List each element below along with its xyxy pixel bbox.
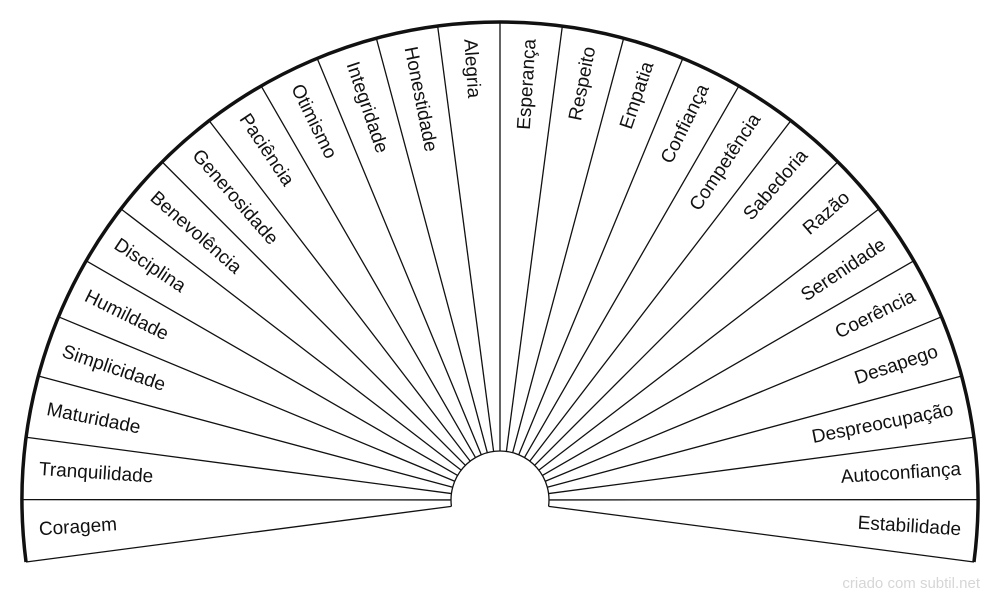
- sector-label: Empatia: [616, 59, 658, 132]
- sector-label: Humildade: [81, 286, 172, 345]
- sector-divider: [436, 26, 495, 452]
- sector-divider: [542, 260, 915, 477]
- sector-divider: [523, 85, 740, 458]
- sector-label: Maturidade: [45, 399, 142, 438]
- sector-divider: [208, 120, 471, 462]
- sector-label: Razão: [799, 187, 854, 239]
- sector-label: Respeito: [565, 45, 600, 123]
- sector-divider: [375, 38, 488, 453]
- sector-label: Coerência: [832, 286, 919, 343]
- sector-divider: [316, 58, 482, 455]
- sector-label: Simplicidade: [59, 341, 168, 396]
- sector-divider: [25, 505, 452, 563]
- sector-divider: [538, 208, 880, 471]
- sector-label: Despreocupação: [810, 399, 955, 448]
- sector-label: Integridade: [342, 59, 392, 156]
- sector-divider: [161, 161, 466, 466]
- sector-divider: [512, 38, 625, 453]
- sector-label: Sabedoria: [740, 145, 813, 224]
- sector-divider: [545, 316, 942, 482]
- sector-divider: [505, 26, 564, 452]
- sector-divider: [547, 375, 962, 488]
- sector-divider: [260, 85, 477, 458]
- sector-label: Otimismo: [286, 81, 340, 162]
- sector-divider: [38, 375, 453, 488]
- sector-divider: [548, 505, 975, 563]
- sector-label: Coragem: [38, 514, 117, 540]
- inner-hub-arc: [450, 450, 550, 507]
- sector-divider: [534, 161, 839, 466]
- sector-label: Alegria: [459, 38, 484, 99]
- sector-divider: [529, 120, 792, 462]
- sector-label: Paciência: [235, 110, 298, 191]
- sector-divider: [548, 436, 974, 495]
- sector-divider: [120, 208, 462, 471]
- sector-divider: [518, 58, 684, 455]
- sector-label: Autoconfiança: [840, 459, 962, 488]
- sector-divider: [85, 260, 458, 477]
- sector-label: Esperança: [514, 38, 541, 130]
- sector-divider: [58, 316, 455, 482]
- sector-label: Tranquilidade: [38, 459, 154, 488]
- sector-divider: [26, 436, 452, 495]
- credit-text: criado com subtil.net: [842, 575, 980, 592]
- sector-label: Disciplina: [110, 234, 190, 297]
- sector-label: Honestidade: [400, 45, 441, 154]
- sector-label: Confiança: [657, 81, 714, 167]
- sector-label: Estabilidade: [857, 513, 962, 541]
- sector-label: Serenidade: [797, 234, 889, 306]
